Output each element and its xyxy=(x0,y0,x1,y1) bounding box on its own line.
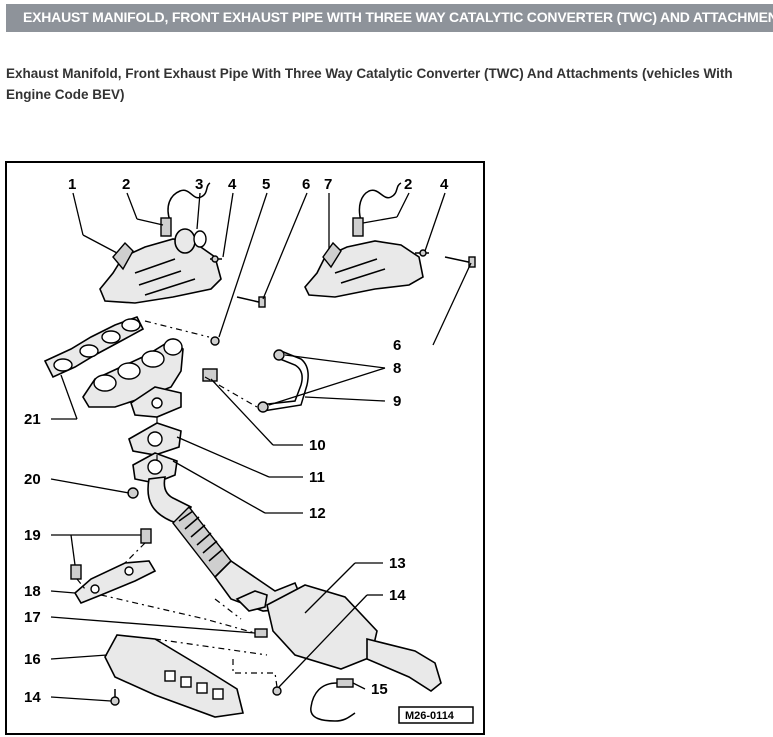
bolt-14-left xyxy=(110,696,120,706)
exhaust-diagram-svg: 1 2 3 4 5 6 7 2 4 6 8 9 21 10 11 12 20 1… xyxy=(5,161,485,735)
diagram-frame xyxy=(5,161,485,735)
egr-pipe-9 xyxy=(258,356,303,406)
o2-sensor-wire-right xyxy=(358,182,402,222)
section-banner: EXHAUST MANIFOLD, FRONT EXHAUST PIPE WIT… xyxy=(6,4,773,32)
bolt-14-right xyxy=(272,686,282,696)
o2-sensor-wire-left xyxy=(167,182,211,222)
o2-sensor-15 xyxy=(336,678,354,688)
callout-1: 1 xyxy=(68,176,76,193)
union-nut-8-top xyxy=(273,349,285,361)
callout-13: 13 xyxy=(389,555,406,572)
bolt-19-b xyxy=(140,528,152,544)
callout-21: 21 xyxy=(24,411,41,428)
callout-3: 3 xyxy=(195,176,203,193)
callout-6: 6 xyxy=(302,176,310,193)
callout-20: 20 xyxy=(24,471,41,488)
callout-2-right: 2 xyxy=(404,176,412,193)
nut-20 xyxy=(127,487,139,499)
callout-19: 19 xyxy=(24,527,41,544)
callout-2: 2 xyxy=(122,176,130,193)
o2-sensor-left xyxy=(160,217,172,237)
callout-6-right: 6 xyxy=(393,337,401,354)
tail-pipe xyxy=(366,637,442,692)
callout-8: 8 xyxy=(393,360,401,377)
callout-17: 17 xyxy=(24,609,41,626)
pipe-flange-left xyxy=(174,228,196,254)
callout-16: 16 xyxy=(24,651,41,668)
bolt-19-a xyxy=(70,564,82,580)
section-subtitle: Exhaust Manifold, Front Exhaust Pipe Wit… xyxy=(6,66,733,102)
front-exhaust-pipe-12 xyxy=(147,476,193,526)
heat-shield-bracket-left xyxy=(112,241,134,271)
callout-10: 10 xyxy=(309,437,326,454)
figure-code: M26-0114 xyxy=(405,710,455,722)
callout-4-right: 4 xyxy=(440,176,449,193)
callout-12: 12 xyxy=(309,505,326,522)
callout-15: 15 xyxy=(371,681,388,698)
callout-7: 7 xyxy=(324,176,332,193)
exhaust-diagram: 1 2 3 4 5 6 7 2 4 6 8 9 21 10 11 12 20 1… xyxy=(5,161,487,737)
callout-4: 4 xyxy=(228,176,237,193)
bolt-17 xyxy=(254,628,268,638)
callout-14-right: 14 xyxy=(389,587,406,604)
callout-9: 9 xyxy=(393,393,401,410)
o2-sensor-15-wire xyxy=(310,682,356,722)
callout-5: 5 xyxy=(262,176,270,193)
union-nut-8-bottom xyxy=(257,401,269,413)
callout-14-left: 14 xyxy=(24,689,41,706)
o2-sensor-right xyxy=(352,217,364,237)
figure-code-box xyxy=(398,706,474,724)
banner-title: EXHAUST MANIFOLD, FRONT EXHAUST PIPE WIT… xyxy=(23,9,773,25)
nut-5 xyxy=(210,336,220,346)
callout-18: 18 xyxy=(24,583,41,600)
callout-11: 11 xyxy=(309,469,325,486)
